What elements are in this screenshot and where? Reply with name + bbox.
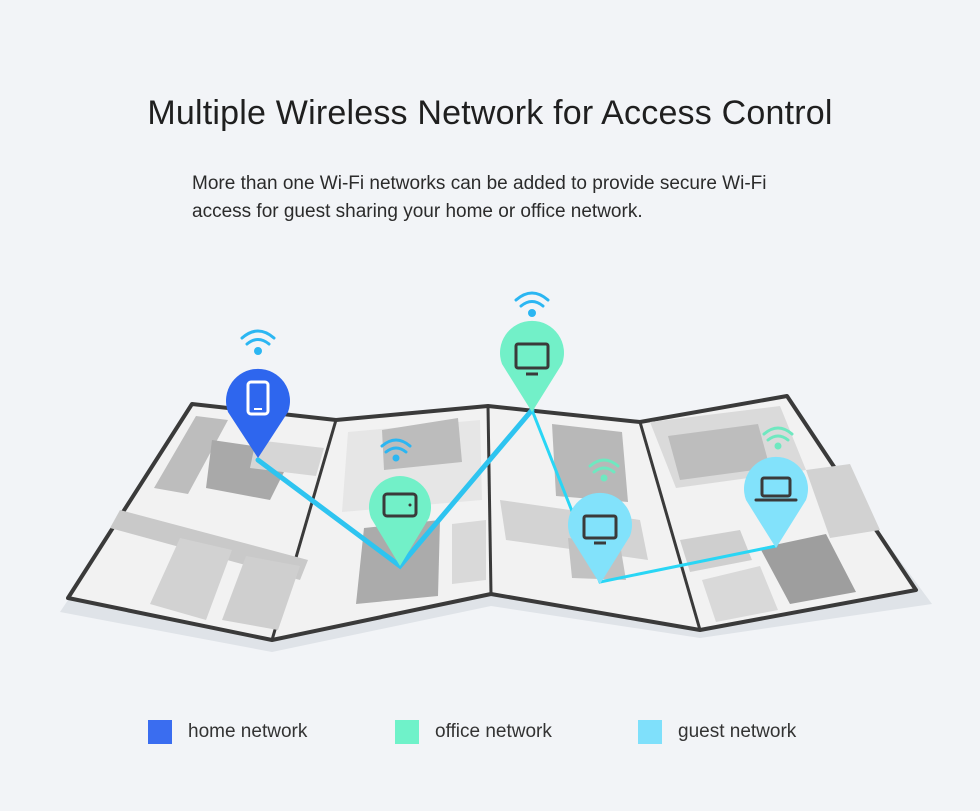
wifi-icon [240, 329, 276, 355]
wifi-icon [514, 291, 550, 317]
legend-item-office: office network [395, 720, 638, 744]
legend-swatch-home [148, 720, 172, 744]
legend-swatch-office [395, 720, 419, 744]
description-line-2: access for guest sharing your home or of… [192, 201, 643, 222]
map-wifi-marks [380, 426, 794, 482]
monitor-icon [514, 342, 550, 370]
description-line-1: More than one Wi-Fi networks can be adde… [192, 173, 767, 194]
laptop-icon [754, 476, 798, 502]
legend: home network office network guest networ… [148, 720, 796, 744]
legend-label-home: home network [188, 721, 308, 742]
legend-label-guest: guest network [678, 721, 797, 742]
tv-icon [582, 514, 618, 540]
network-map [60, 291, 932, 652]
wifi-icon [762, 426, 794, 450]
legend-label-office: office network [435, 721, 552, 742]
legend-item-home: home network [148, 720, 395, 744]
map-buildings [110, 406, 880, 630]
wifi-icon [588, 458, 620, 482]
pin-guest-laptop[interactable] [744, 456, 809, 548]
legend-item-guest: guest network [638, 720, 796, 744]
legend-swatch-guest [638, 720, 662, 744]
page-description: More than one Wi-Fi networks can be adde… [192, 170, 832, 226]
pin-guest-tv[interactable] [568, 492, 632, 584]
pin-office-tablet[interactable] [369, 476, 431, 566]
pin-home-phone[interactable] [226, 329, 290, 458]
tablet-icon [382, 492, 418, 518]
smartphone-icon [246, 380, 270, 416]
pin-office-monitor[interactable] [500, 291, 564, 412]
page-title: Multiple Wireless Network for Access Con… [147, 94, 833, 132]
wifi-icon [380, 438, 412, 462]
